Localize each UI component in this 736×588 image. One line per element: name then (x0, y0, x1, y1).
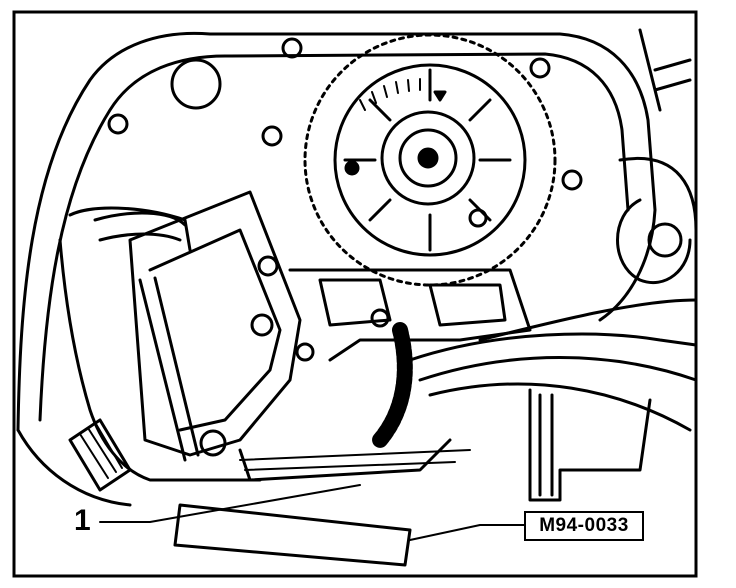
cover-bolt-4 (261, 125, 283, 147)
actuator-mount (250, 313, 274, 337)
cable-1 (408, 332, 698, 362)
lower-tray (173, 503, 412, 567)
crankshaft-pulley-rim (333, 63, 527, 257)
pulley-center-bolt (417, 147, 439, 169)
wiring-conduit (372, 322, 413, 448)
pulley-hub-inner (398, 128, 458, 188)
right-mount (616, 198, 692, 285)
connector-ribs (79, 423, 123, 479)
central-bracket-detail (318, 278, 507, 327)
lower-tray-lip (238, 438, 452, 482)
housing-inner-outline (38, 52, 630, 422)
figure-code-leader (409, 524, 525, 541)
wiring-harness-upper (68, 206, 192, 252)
upper-right-bracket (638, 28, 692, 112)
pulley-bolt-right (468, 208, 488, 228)
actuator-bolt (199, 429, 227, 457)
cover-bolt-1 (281, 37, 303, 59)
lower-right-housing (528, 388, 652, 502)
left-hose (93, 211, 187, 242)
right-mount-bolt (647, 222, 683, 258)
cover-bolt-6 (107, 113, 129, 135)
side-connector (68, 418, 132, 492)
cable-3 (428, 382, 692, 432)
cable-2 (418, 356, 698, 382)
lower-right-rail (538, 393, 554, 497)
lower-housing-edge (16, 428, 132, 507)
right-bracket (618, 157, 698, 232)
cover-bolt-5 (257, 255, 279, 277)
timing-notch (433, 90, 447, 102)
central-bolt (370, 308, 390, 328)
actuator-face (148, 228, 282, 432)
actuator-body (128, 190, 302, 457)
pulley-bolt-left (344, 160, 360, 176)
timing-marks (359, 78, 421, 111)
central-bolt-2 (295, 342, 315, 362)
callout-label-1: 1 (74, 504, 91, 537)
cover-bolt-3 (561, 169, 583, 191)
cable-4 (478, 298, 698, 342)
cover-bolt-2 (529, 57, 551, 79)
callout-leader-1 (99, 484, 361, 523)
figure-code-box: M94-0033 (524, 511, 644, 541)
pulley-hub (380, 110, 476, 206)
actuator-rail (138, 276, 200, 462)
figure-frame (12, 10, 698, 578)
tray-ribs (239, 449, 471, 471)
cover-bolt-7 (170, 58, 222, 110)
crankshaft-pulley-outer (303, 33, 557, 287)
